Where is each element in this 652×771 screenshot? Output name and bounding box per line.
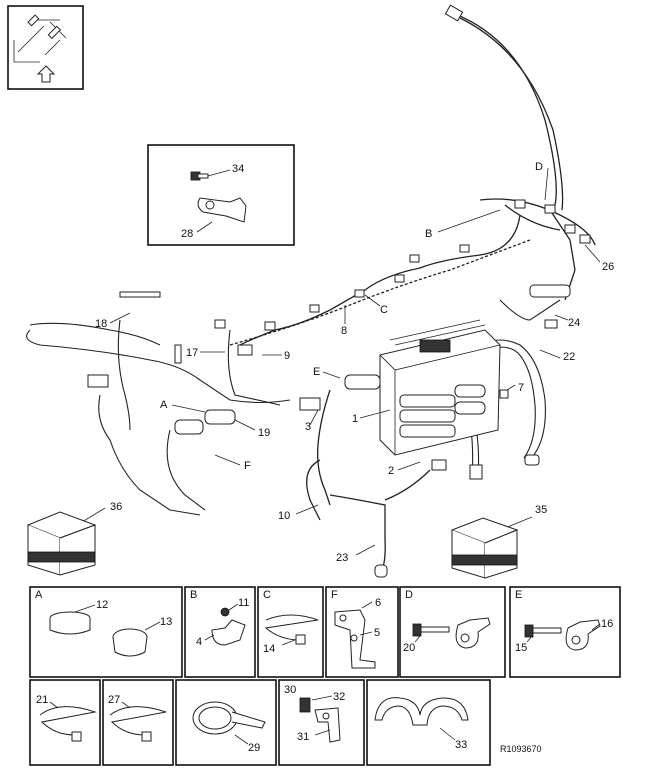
label-21: 21: [36, 694, 48, 706]
label-33: 33: [455, 739, 467, 751]
label-24: 24: [568, 317, 580, 329]
label-13: 13: [160, 616, 172, 628]
label-15: 15: [515, 642, 527, 654]
label-19: 19: [258, 427, 270, 439]
label-30: 30: [284, 684, 296, 696]
label-14: 14: [263, 643, 275, 655]
label-34: 34: [232, 163, 244, 175]
connectors: [87, 199, 591, 578]
panel-letter-D: D: [405, 589, 413, 601]
label-F: F: [244, 460, 251, 472]
label-28: 28: [181, 228, 193, 240]
kit-box-icon-35: [450, 516, 533, 579]
orientation-box: [7, 5, 84, 90]
bottom-panel-21: 21: [29, 679, 101, 766]
label-26: 26: [602, 261, 614, 273]
label-D: D: [535, 161, 543, 173]
label-11: 11: [238, 597, 249, 609]
detail-panel-E: E 16 15: [509, 586, 621, 678]
label-E: E: [313, 366, 320, 378]
panel-letter-B: B: [190, 589, 197, 601]
detail-panel-A: A 12 13: [29, 586, 183, 678]
vehicle-orientation-icon: [13, 14, 67, 63]
label-27: 27: [108, 694, 120, 706]
detail-panel-F: F 6 5: [325, 586, 399, 678]
bottom-panel-30: 30 32 31: [278, 679, 365, 766]
detail-panel-B: B 11 4: [184, 586, 256, 678]
label-36: 36: [110, 501, 122, 513]
label-2: 2: [388, 465, 394, 477]
label-22: 22: [563, 351, 575, 363]
panel-letter-E: E: [515, 589, 522, 601]
reference-number: R1093670: [500, 744, 542, 754]
label-7: 7: [518, 382, 524, 394]
panel-letter-C: C: [263, 589, 271, 601]
callout-labels: D B 26 C 8 18 17 9 E A 19 F 3 1 2 7 22 2…: [95, 161, 614, 564]
bottom-panel-27: 27: [102, 679, 174, 766]
bottom-panel-29: 29: [175, 679, 277, 766]
label-9: 9: [284, 350, 290, 362]
panel-letter-F: F: [331, 589, 338, 601]
label-12: 12: [96, 599, 108, 611]
label-10: 10: [278, 510, 290, 522]
detail-panel-D: D 20: [399, 586, 506, 678]
label-31: 31: [297, 731, 309, 743]
label-1: 1: [352, 413, 358, 425]
label-18: 18: [95, 318, 107, 330]
forward-arrow-icon: [36, 65, 56, 83]
label-A: A: [160, 399, 168, 411]
label-35: 35: [535, 504, 547, 516]
inset-box-bracket: 34 28: [147, 144, 295, 246]
panel-letter-A: A: [35, 589, 43, 601]
label-16: 16: [601, 618, 613, 630]
ecu-module: [379, 319, 501, 456]
wiring-harness-drawing: [26, 4, 601, 578]
bottom-panel-33: 33: [366, 679, 491, 766]
label-20: 20: [403, 642, 415, 654]
label-4: 4: [196, 636, 202, 648]
label-32: 32: [333, 691, 345, 703]
label-C: C: [380, 304, 388, 316]
label-17: 17: [186, 347, 198, 359]
kit-box-icon-36: [26, 507, 106, 576]
label-8: 8: [341, 325, 347, 337]
label-3: 3: [305, 421, 311, 433]
label-23: 23: [336, 552, 348, 564]
label-6: 6: [375, 597, 381, 609]
label-B: B: [425, 228, 432, 240]
label-5: 5: [374, 627, 380, 639]
label-29: 29: [248, 742, 260, 754]
detail-panel-C: C 14: [257, 586, 324, 678]
